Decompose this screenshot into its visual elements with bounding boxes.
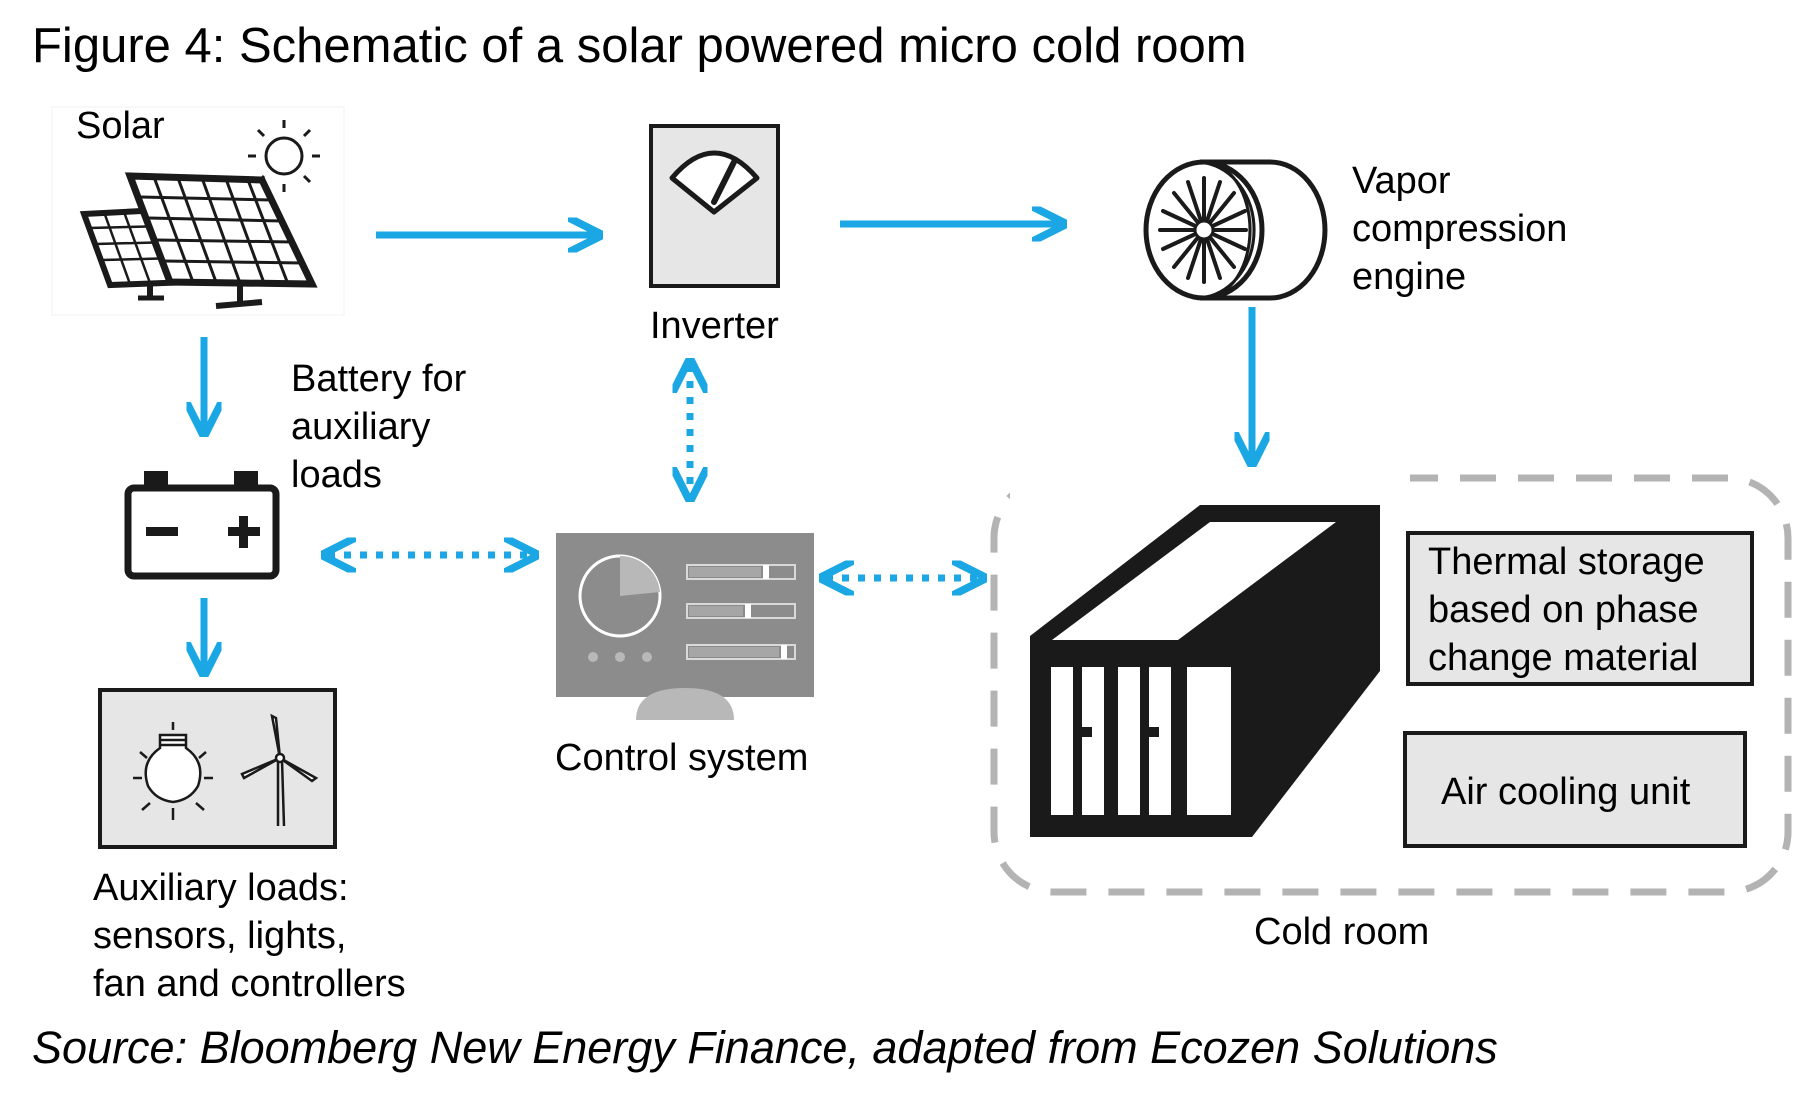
- figure-title: Figure 4: Schematic of a solar powered m…: [32, 19, 1247, 73]
- control-panel-icon: [556, 533, 814, 720]
- battery-label: Battery for auxiliary loads: [291, 358, 467, 496]
- cold-room-label: Cold room: [1254, 911, 1430, 953]
- air-cooling-box: [1403, 731, 1747, 848]
- container-icon: [1010, 468, 1410, 863]
- inverter-gauge-icon: [649, 124, 780, 288]
- solar-label: Solar: [76, 105, 165, 147]
- windmill-icon: [240, 713, 319, 827]
- lightbulb-icon: [133, 722, 213, 820]
- bulb-and-windmill-icon: [98, 688, 337, 849]
- vapor-compression-label: Vapor compression engine: [1352, 160, 1568, 298]
- inverter-label: Inverter: [650, 305, 779, 347]
- battery-icon: [98, 452, 308, 600]
- solar-panel-icon: [51, 106, 345, 316]
- thermal-storage-box: [1406, 531, 1754, 686]
- thermal-storage-label: Thermal storage based on phase change ma…: [1428, 541, 1705, 679]
- air-cooling-label: Air cooling unit: [1441, 771, 1691, 813]
- source-caption: Source: Bloomberg New Energy Finance, ad…: [32, 1022, 1498, 1073]
- sun-icon: [248, 120, 320, 192]
- compressor-fan-icon: [1143, 159, 1328, 301]
- arrows: [204, 224, 1252, 670]
- control-system-label: Control system: [555, 737, 809, 779]
- auxiliary-loads-label: Auxiliary loads: sensors, lights, fan an…: [93, 867, 406, 1005]
